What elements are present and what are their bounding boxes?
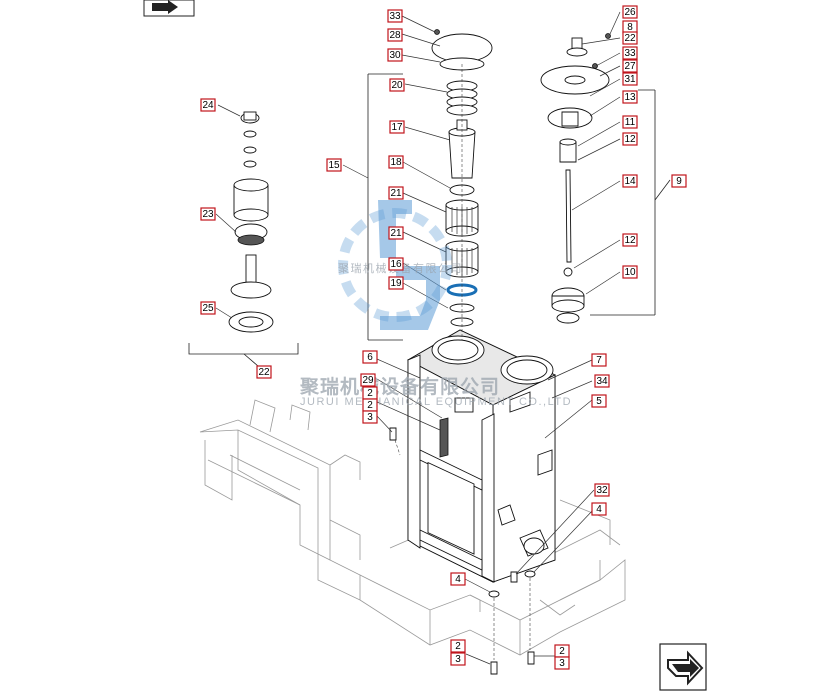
callout-3[interactable]: 3 xyxy=(362,410,378,424)
page-forward-arrow-icon[interactable] xyxy=(659,643,707,691)
callout-22[interactable]: 22 xyxy=(256,365,272,379)
callout-12[interactable]: 12 xyxy=(622,233,638,247)
callout-2[interactable]: 2 xyxy=(554,644,570,658)
callout-14[interactable]: 14 xyxy=(622,174,638,188)
callout-number: 24 xyxy=(202,100,214,111)
callout-26[interactable]: 26 xyxy=(622,5,638,19)
breather-stack xyxy=(540,33,611,324)
callout-number: 12 xyxy=(624,235,636,246)
callout-number: 21 xyxy=(390,228,402,239)
callout-number: 4 xyxy=(455,574,461,585)
callout-33[interactable]: 33 xyxy=(622,46,638,60)
callout-3[interactable]: 3 xyxy=(554,656,570,670)
callout-33[interactable]: 33 xyxy=(387,9,403,23)
callout-number: 16 xyxy=(390,259,402,270)
callout-number: 25 xyxy=(202,303,214,314)
callout-number: 28 xyxy=(389,30,401,41)
callout-23[interactable]: 23 xyxy=(200,207,216,221)
callout-number: 30 xyxy=(389,50,401,61)
callout-24[interactable]: 24 xyxy=(200,98,216,112)
callout-number: 4 xyxy=(596,504,602,515)
group-brackets xyxy=(188,73,671,367)
callout-29[interactable]: 29 xyxy=(360,373,376,387)
callout-number: 10 xyxy=(624,267,636,278)
callout-number: 2 xyxy=(367,388,373,399)
callout-number: 2 xyxy=(559,646,565,657)
callout-8[interactable]: 8 xyxy=(622,20,638,34)
page-back-arrow-icon[interactable] xyxy=(143,0,195,17)
callout-number: 6 xyxy=(367,352,373,363)
callout-number: 31 xyxy=(624,74,636,85)
callout-number: 32 xyxy=(596,485,608,496)
callout-number: 23 xyxy=(202,209,214,220)
callout-16[interactable]: 16 xyxy=(388,257,404,271)
callout-number: 34 xyxy=(596,376,608,387)
callout-28[interactable]: 28 xyxy=(387,28,403,42)
callout-number: 29 xyxy=(362,375,374,386)
callout-3[interactable]: 3 xyxy=(450,652,466,666)
callout-19[interactable]: 19 xyxy=(388,276,404,290)
callout-32[interactable]: 32 xyxy=(594,483,610,497)
callout-number: 17 xyxy=(391,122,403,133)
callout-15[interactable]: 15 xyxy=(326,158,342,172)
callout-labels: 3328302017182121161915242325226292232682… xyxy=(200,5,687,670)
callout-18[interactable]: 18 xyxy=(388,155,404,169)
callout-number: 2 xyxy=(367,400,373,411)
callout-31[interactable]: 31 xyxy=(622,72,638,86)
hydraulic-tank-body xyxy=(407,329,557,583)
callout-number: 13 xyxy=(624,92,636,103)
callout-2[interactable]: 2 xyxy=(362,386,378,400)
callout-4[interactable]: 4 xyxy=(591,502,607,516)
callout-number: 27 xyxy=(624,61,636,72)
callout-22[interactable]: 22 xyxy=(622,31,638,45)
callout-17[interactable]: 17 xyxy=(389,120,405,134)
callout-10[interactable]: 10 xyxy=(622,265,638,279)
callout-number: 9 xyxy=(676,176,682,187)
left-valve-assembly xyxy=(228,111,274,333)
callout-5[interactable]: 5 xyxy=(591,394,607,408)
callout-number: 3 xyxy=(455,654,461,665)
callout-number: 22 xyxy=(258,367,270,378)
callout-6[interactable]: 6 xyxy=(362,350,378,364)
callout-number: 8 xyxy=(627,22,633,33)
callout-number: 3 xyxy=(367,412,373,423)
callout-number: 15 xyxy=(328,160,340,171)
callout-number: 3 xyxy=(559,658,565,669)
callout-number: 5 xyxy=(596,396,602,407)
leader-lines xyxy=(215,11,621,665)
callout-21[interactable]: 21 xyxy=(388,226,404,240)
callout-number: 2 xyxy=(455,641,461,652)
callout-30[interactable]: 30 xyxy=(387,48,403,62)
callout-25[interactable]: 25 xyxy=(200,301,216,315)
callout-number: 7 xyxy=(596,355,602,366)
callout-number: 33 xyxy=(389,11,401,22)
callout-number: 33 xyxy=(624,48,636,59)
callout-number: 11 xyxy=(625,117,636,128)
callout-7[interactable]: 7 xyxy=(591,353,607,367)
bolts xyxy=(389,427,536,675)
callout-12[interactable]: 12 xyxy=(622,132,638,146)
callout-number: 22 xyxy=(624,33,636,44)
callout-11[interactable]: 11 xyxy=(622,115,638,129)
callout-9[interactable]: 9 xyxy=(671,174,687,188)
callout-21[interactable]: 21 xyxy=(388,186,404,200)
watermark-cn-text: 聚瑞机械设备有限公司 xyxy=(299,375,500,398)
callout-13[interactable]: 13 xyxy=(622,90,638,104)
filter-stack xyxy=(431,29,493,340)
callout-number: 20 xyxy=(391,80,403,91)
callout-20[interactable]: 20 xyxy=(389,78,405,92)
callout-number: 26 xyxy=(624,7,636,18)
callout-number: 19 xyxy=(390,278,402,289)
callout-number: 21 xyxy=(390,188,402,199)
callout-2[interactable]: 2 xyxy=(450,639,466,653)
callout-4[interactable]: 4 xyxy=(450,572,466,586)
callout-2[interactable]: 2 xyxy=(362,398,378,412)
callout-34[interactable]: 34 xyxy=(594,374,610,388)
callout-number: 14 xyxy=(624,176,636,187)
watermark-en-text: JURUI MECHANICAL EQUIPMENT CO.,LTD xyxy=(300,396,572,408)
callout-27[interactable]: 27 xyxy=(622,59,638,73)
callout-number: 18 xyxy=(390,157,402,168)
callout-number: 12 xyxy=(624,134,636,145)
